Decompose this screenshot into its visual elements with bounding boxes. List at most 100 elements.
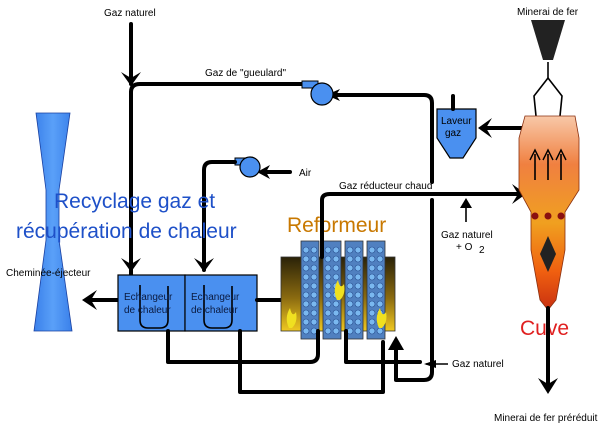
catalyst-ball bbox=[332, 273, 340, 281]
catalyst-ball bbox=[368, 327, 376, 335]
catalyst-ball bbox=[368, 309, 376, 317]
label-o2-subscript: 2 bbox=[479, 245, 485, 256]
label-air: Air bbox=[299, 168, 312, 179]
echangeur-de-chaleur-2: Echangeur de chaleur bbox=[184, 274, 258, 332]
catalyst-ball bbox=[368, 318, 376, 326]
catalyst-ball bbox=[376, 282, 384, 290]
label-reformeur: Reformeur bbox=[287, 214, 386, 237]
catalyst-ball bbox=[346, 246, 354, 254]
pipe-air-down bbox=[202, 160, 237, 272]
title-recyclage-line1: Recyclage gaz et bbox=[54, 190, 215, 213]
fan-icon bbox=[234, 156, 261, 178]
laveur-gaz: Laveur gaz bbox=[436, 108, 477, 159]
label-gaz-gueulard: Gaz de "gueulard" bbox=[205, 68, 286, 79]
arrow-icon bbox=[388, 336, 404, 350]
catalyst-ball bbox=[346, 255, 354, 263]
catalyst-ball bbox=[346, 309, 354, 317]
catalyst-ball bbox=[310, 291, 318, 299]
catalyst-ball bbox=[346, 273, 354, 281]
label-plus-o2: + O bbox=[456, 242, 473, 253]
arrow-icon bbox=[121, 72, 141, 86]
catalyst-ball bbox=[354, 309, 362, 317]
catalyst-ball bbox=[354, 282, 362, 290]
catalyst-ball bbox=[354, 246, 362, 254]
catalyst-ball bbox=[332, 300, 340, 308]
catalyst-ball bbox=[310, 264, 318, 272]
arrow-icon bbox=[529, 148, 567, 161]
catalyst-ball bbox=[302, 246, 310, 254]
flame-icon bbox=[286, 280, 387, 328]
catalyst-ball bbox=[302, 255, 310, 263]
arrow-icon bbox=[121, 258, 141, 272]
catalyst-ball bbox=[354, 264, 362, 272]
catalyst-ball bbox=[302, 291, 310, 299]
catalyst-ball bbox=[324, 318, 332, 326]
catalyst-ball bbox=[376, 246, 384, 254]
catalyst-ball bbox=[324, 273, 332, 281]
catalyst-ball bbox=[324, 264, 332, 272]
catalyst-ball bbox=[332, 327, 340, 335]
catalyst-ball bbox=[302, 282, 310, 290]
label-echangeur-1: Echangeur bbox=[124, 292, 173, 303]
catalyst-ball bbox=[310, 318, 318, 326]
catalyst-ball bbox=[346, 291, 354, 299]
cuve-discharge bbox=[531, 212, 565, 272]
pipe-natural-gas-feed bbox=[394, 198, 434, 382]
pipe-gueulard-left bbox=[129, 82, 314, 94]
catalyst-ball bbox=[332, 264, 340, 272]
label-minerai-reduit: Minerai de fer préréduit bbox=[494, 413, 598, 424]
fan-icon bbox=[301, 80, 334, 106]
arrow-icon bbox=[82, 290, 97, 310]
catalyst-ball bbox=[368, 273, 376, 281]
catalyst-ball bbox=[346, 318, 354, 326]
catalyst-ball bbox=[354, 255, 362, 263]
catalyst-ball bbox=[354, 327, 362, 335]
arrow-icon bbox=[478, 118, 492, 138]
label-echangeur-2-b: de chaleur bbox=[191, 305, 238, 316]
catalyst-ball bbox=[324, 300, 332, 308]
catalyst-ball bbox=[310, 255, 318, 263]
label-gaz-naturel-o2: Gaz naturel bbox=[441, 230, 493, 241]
cheminee-ejecteur bbox=[33, 112, 73, 332]
catalyst-ball bbox=[302, 318, 310, 326]
catalyst-ball bbox=[324, 291, 332, 299]
catalyst-ball bbox=[324, 309, 332, 317]
label-gaz-naturel-bottom: Gaz naturel bbox=[452, 359, 504, 370]
label-echangeur-2: Echangeur bbox=[191, 292, 240, 303]
catalyst-ball bbox=[332, 246, 340, 254]
label-gaz-reducteur: Gaz réducteur chaud bbox=[339, 181, 432, 192]
catalyst-ball bbox=[332, 318, 340, 326]
catalyst-ball bbox=[310, 309, 318, 317]
catalyst-ball bbox=[376, 291, 384, 299]
arrow-icon bbox=[194, 258, 214, 272]
pipe-loop-3 bbox=[238, 340, 385, 394]
arrow-icon bbox=[257, 165, 270, 179]
label-laveur: Laveur bbox=[441, 116, 472, 127]
pipe-loop-1 bbox=[166, 329, 320, 364]
catalyst-ball bbox=[346, 264, 354, 272]
label-cheminee: Cheminée-éjecteur bbox=[6, 268, 91, 279]
catalyst-ball bbox=[376, 264, 384, 272]
catalyst-ball bbox=[354, 318, 362, 326]
catalyst-ball bbox=[346, 282, 354, 290]
catalyst-ball bbox=[324, 246, 332, 254]
catalyst-ball bbox=[302, 273, 310, 281]
arrow-icon bbox=[512, 184, 526, 204]
catalyst-ball bbox=[324, 282, 332, 290]
catalyst-ball bbox=[346, 300, 354, 308]
echangeur-de-chaleur-1: Echangeur de chaleur bbox=[117, 274, 186, 332]
label-laveur-gaz: gaz bbox=[445, 128, 461, 139]
catalyst-ball bbox=[302, 300, 310, 308]
catalyst-ball bbox=[310, 282, 318, 290]
catalyst-ball bbox=[376, 273, 384, 281]
catalyst-ball bbox=[376, 300, 384, 308]
pipe-gueulard-right bbox=[332, 93, 434, 184]
catalyst-ball bbox=[354, 291, 362, 299]
catalyst-ball bbox=[324, 327, 332, 335]
label-cuve: Cuve bbox=[520, 317, 569, 340]
catalyst-ball bbox=[302, 309, 310, 317]
catalyst-ball bbox=[332, 255, 340, 263]
catalyst-ball bbox=[310, 273, 318, 281]
label-minerai-de-fer: Minerai de fer bbox=[517, 7, 579, 18]
